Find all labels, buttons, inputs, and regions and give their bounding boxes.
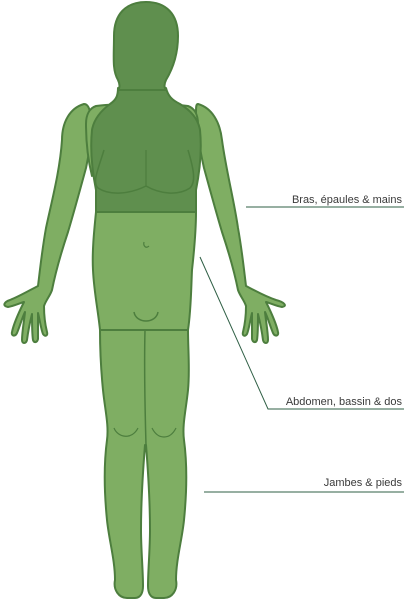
legs-region[interactable] — [99, 329, 190, 599]
arms-label: Bras, épaules & mains — [292, 194, 403, 206]
right-arm-region[interactable] — [195, 103, 286, 344]
head-region[interactable] — [112, 1, 179, 91]
abdomen-region[interactable] — [91, 211, 197, 331]
abdomen-label: Abdomen, bassin & dos — [286, 396, 403, 408]
left-arm-region[interactable] — [3, 103, 92, 344]
chest-region[interactable] — [90, 87, 202, 213]
abdomen-leader-line — [199, 256, 404, 410]
legs-label: Jambes & pieds — [324, 477, 403, 489]
pelvis-contour — [133, 311, 159, 322]
navel-mark — [143, 241, 150, 248]
